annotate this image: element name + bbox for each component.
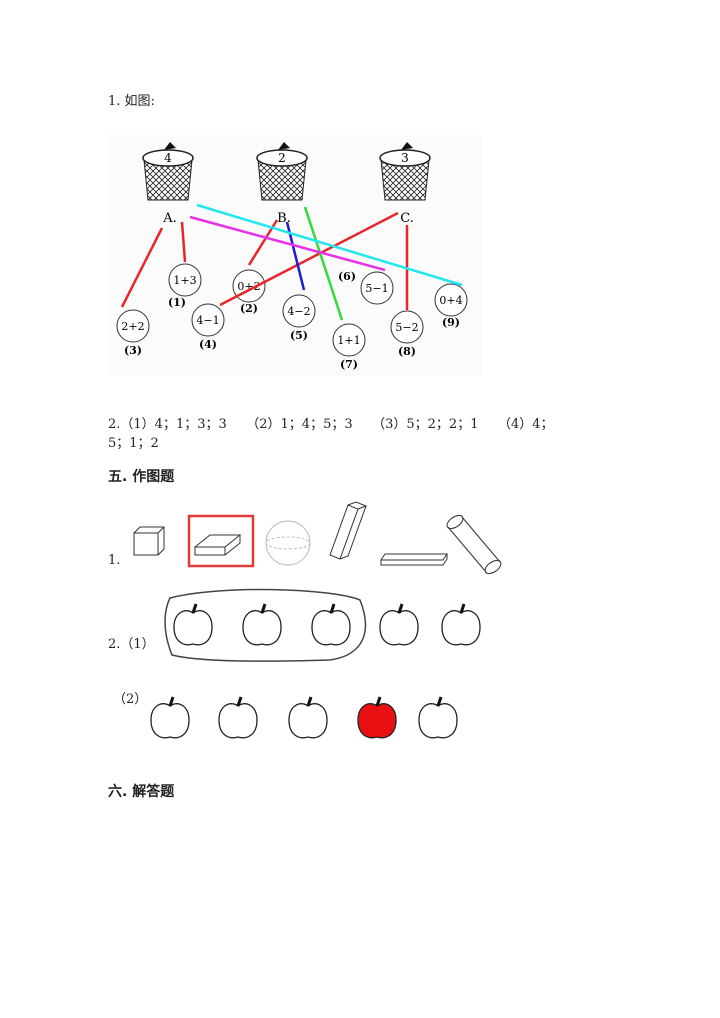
section-6-title: 六. 解答题 (108, 784, 175, 800)
apple-icon (242, 603, 282, 646)
svg-text:(5): (5) (290, 329, 308, 342)
svg-text:0+2: 0+2 (237, 280, 260, 293)
cuboid-icon (193, 534, 242, 556)
apple-icon (311, 603, 351, 646)
flat-board-icon (380, 553, 448, 566)
section-5-q2-1-label: 2.（1） (108, 637, 155, 652)
expression-item: 5−1 (6) (338, 270, 394, 305)
expression-item: 1+3 (1) (168, 263, 202, 309)
svg-text:(3): (3) (124, 344, 142, 357)
matching-line (219, 211, 399, 307)
expression-item: 4−1 (4) (191, 303, 225, 351)
svg-text:4−1: 4−1 (196, 314, 219, 327)
svg-text:(9): (9) (442, 316, 460, 329)
question-2-answers-line1: 2.（1）4；1；3；3 （2）1；4；5；3 （3）5；2；2；1 （4）4； (108, 417, 554, 432)
matching-line (303, 206, 344, 321)
expression-item: 4−2 (5) (282, 294, 316, 342)
svg-text:4: 4 (164, 151, 172, 165)
expression-item: 2+2 (3) (116, 309, 150, 357)
apple-icon (379, 603, 419, 646)
selected-cuboid-highlight (187, 514, 255, 568)
svg-text:(8): (8) (398, 345, 416, 358)
section-5-title: 五. 作图题 (108, 469, 175, 485)
matching-line (189, 215, 386, 272)
svg-text:(6): (6) (338, 270, 356, 283)
svg-text:2+2: 2+2 (121, 320, 144, 333)
apple-icon (441, 603, 481, 646)
svg-text:(7): (7) (340, 358, 358, 371)
apple-icon (288, 696, 328, 739)
svg-text:(4): (4) (199, 338, 217, 351)
matching-line (180, 221, 187, 263)
basket-letter: B. (277, 211, 291, 226)
cylinder-icon (446, 514, 502, 575)
apple-icon (150, 696, 190, 739)
svg-text:2: 2 (278, 151, 286, 165)
sphere-icon (265, 520, 311, 566)
basket-letter: C. (400, 211, 414, 226)
svg-text:1+3: 1+3 (173, 274, 196, 287)
apple-icon (218, 696, 258, 739)
section-5-q2-2-label: （2） (113, 692, 148, 707)
svg-text:5−2: 5−2 (395, 321, 418, 334)
svg-text:1+1: 1+1 (337, 334, 360, 347)
expression-item: 5−2 (8) (390, 310, 424, 358)
section-5-q1-label: 1. (108, 553, 121, 568)
matching-line (196, 203, 463, 287)
svg-text:4−2: 4−2 (287, 305, 310, 318)
basket-c: 3C. (379, 142, 431, 226)
apple-icon (173, 603, 213, 646)
basket-letter: A. (162, 211, 177, 226)
expression-item: 0+4 (9) (434, 283, 468, 329)
matching-line (120, 227, 164, 308)
svg-text:0+4: 0+4 (439, 294, 462, 307)
tall-prism-icon (329, 501, 368, 560)
svg-text:(2): (2) (240, 302, 258, 315)
apple-icon (357, 696, 397, 739)
svg-text:5−1: 5−1 (365, 282, 388, 295)
apple-icon (418, 696, 458, 739)
basket-a: 4A. (142, 142, 194, 226)
svg-text:(1): (1) (168, 296, 186, 309)
svg-text:3: 3 (401, 151, 409, 165)
expression-item: 1+1 (7) (332, 323, 366, 371)
question-2-answers-line2: 5；1；2 (108, 436, 159, 451)
cube-icon (133, 526, 165, 556)
hand-drawn-circle (164, 588, 367, 662)
question-1-label: 1. 如图: (108, 94, 155, 109)
